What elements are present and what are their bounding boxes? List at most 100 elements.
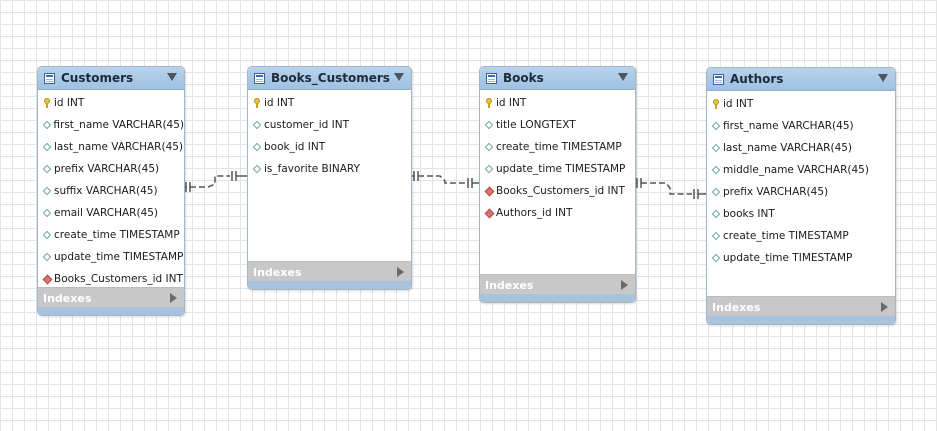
column-label: create_time TIMESTAMP <box>496 141 622 153</box>
column-label: first_name VARCHAR(45) <box>53 119 184 131</box>
indexes-section[interactable]: Indexes <box>480 274 635 295</box>
collapse-arrow-icon[interactable] <box>394 73 404 81</box>
column-diamond-icon <box>711 253 721 263</box>
table-footer <box>480 294 635 302</box>
expand-indexes-icon[interactable] <box>881 302 888 312</box>
indexes-section[interactable]: Indexes <box>707 296 895 317</box>
foreign-key-icon <box>484 186 494 196</box>
table-header[interactable]: Books_Customers <box>248 67 411 90</box>
column-diamond-icon <box>252 164 262 174</box>
table-books[interactable]: Books id INT title LONGTEXT create_time … <box>479 66 636 303</box>
column-label: title LONGTEXT <box>496 119 576 131</box>
column-row[interactable]: is_favorite BINARY <box>248 158 411 180</box>
collapse-arrow-icon[interactable] <box>878 74 888 82</box>
column-diamond-icon <box>42 164 52 174</box>
table-icon <box>44 72 55 84</box>
column-row[interactable]: last_name VARCHAR(45) <box>707 137 895 159</box>
table-customers[interactable]: Customers id INT first_name VARCHAR(45) … <box>37 66 185 316</box>
column-diamond-icon <box>42 208 52 218</box>
column-row[interactable]: title LONGTEXT <box>480 114 635 136</box>
column-list: id INT first_name VARCHAR(45) last_name … <box>38 90 184 290</box>
indexes-label: Indexes <box>253 265 302 279</box>
column-row[interactable]: update_time TIMESTAMP <box>38 246 184 268</box>
table-header[interactable]: Authors <box>707 68 895 91</box>
column-row[interactable]: update_time TIMESTAMP <box>480 158 635 180</box>
column-row[interactable]: middle_name VARCHAR(45) <box>707 159 895 181</box>
column-row[interactable]: id INT <box>707 93 895 115</box>
column-row[interactable]: Books_Customers_id INT <box>38 268 184 290</box>
column-label: create_time TIMESTAMP <box>723 230 849 242</box>
column-label: create_time TIMESTAMP <box>54 229 180 241</box>
relationship-books-customers-books[interactable] <box>410 171 479 188</box>
column-label: update_time TIMESTAMP <box>723 252 853 264</box>
column-label: id INT <box>54 97 85 109</box>
table-header[interactable]: Customers <box>38 67 184 90</box>
column-row[interactable]: books INT <box>707 203 895 225</box>
indexes-section[interactable]: Indexes <box>38 287 184 308</box>
column-diamond-icon <box>711 209 721 219</box>
column-row[interactable]: suffix VARCHAR(45) <box>38 180 184 202</box>
column-row[interactable]: id INT <box>248 92 411 114</box>
expand-indexes-icon[interactable] <box>397 267 404 277</box>
table-footer <box>38 307 184 315</box>
table-icon <box>254 72 265 84</box>
collapse-arrow-icon[interactable] <box>618 73 628 81</box>
column-row[interactable]: Authors_id INT <box>480 202 635 224</box>
column-diamond-icon <box>711 143 721 153</box>
column-row[interactable]: create_time TIMESTAMP <box>707 225 895 247</box>
primary-key-icon <box>254 98 260 108</box>
column-diamond-icon <box>252 120 262 130</box>
expand-indexes-icon[interactable] <box>621 280 628 290</box>
table-authors[interactable]: Authors id INT first_name VARCHAR(45) la… <box>706 67 896 325</box>
column-label: id INT <box>496 97 527 109</box>
column-label: Books_Customers_id INT <box>496 185 625 197</box>
column-list: id INT first_name VARCHAR(45) last_name … <box>707 91 895 269</box>
primary-key-icon <box>713 99 719 109</box>
column-label: id INT <box>264 97 295 109</box>
relationship-customers-books-customers[interactable] <box>183 171 247 192</box>
column-diamond-icon <box>711 231 721 241</box>
column-row[interactable]: customer_id INT <box>248 114 411 136</box>
primary-key-icon <box>486 98 492 108</box>
column-label: email VARCHAR(45) <box>54 207 159 219</box>
column-label: first_name VARCHAR(45) <box>723 120 854 132</box>
column-label: Books_Customers_id INT <box>54 273 183 285</box>
indexes-section[interactable]: Indexes <box>248 261 411 282</box>
column-diamond-icon <box>42 186 52 196</box>
column-label: id INT <box>723 98 754 110</box>
column-row[interactable]: book_id INT <box>248 136 411 158</box>
table-footer <box>707 316 895 324</box>
expand-indexes-icon[interactable] <box>170 293 177 303</box>
column-row[interactable]: Books_Customers_id INT <box>480 180 635 202</box>
column-row[interactable]: id INT <box>38 92 184 114</box>
column-diamond-icon <box>42 252 52 262</box>
column-row[interactable]: last_name VARCHAR(45) <box>38 136 184 158</box>
collapse-arrow-icon[interactable] <box>167 73 177 81</box>
connector-line <box>190 175 230 188</box>
relationship-books-authors[interactable] <box>634 178 706 199</box>
column-list: id INT customer_id INT book_id INT is_fa… <box>248 90 411 180</box>
column-label: prefix VARCHAR(45) <box>54 163 160 175</box>
column-diamond-icon <box>252 142 262 152</box>
table-books-customers[interactable]: Books_Customers id INT customer_id INT b… <box>247 66 412 290</box>
column-label: Authors_id INT <box>496 207 573 219</box>
table-header[interactable]: Books <box>480 67 635 90</box>
column-row[interactable]: id INT <box>480 92 635 114</box>
column-row[interactable]: prefix VARCHAR(45) <box>38 158 184 180</box>
column-label: last_name VARCHAR(45) <box>723 142 853 154</box>
column-row[interactable]: create_time TIMESTAMP <box>480 136 635 158</box>
table-footer <box>248 281 411 289</box>
column-diamond-icon <box>42 142 52 152</box>
primary-key-icon <box>44 98 50 108</box>
column-row[interactable]: prefix VARCHAR(45) <box>707 181 895 203</box>
column-row[interactable]: email VARCHAR(45) <box>38 202 184 224</box>
column-row[interactable]: first_name VARCHAR(45) <box>707 115 895 137</box>
table-title: Authors <box>730 72 784 86</box>
column-label: update_time TIMESTAMP <box>54 251 184 263</box>
column-row[interactable]: create_time TIMESTAMP <box>38 224 184 246</box>
column-row[interactable]: first_name VARCHAR(45) <box>38 114 184 136</box>
column-diamond-icon <box>484 120 494 130</box>
column-row[interactable]: update_time TIMESTAMP <box>707 247 895 269</box>
column-diamond-icon <box>484 142 494 152</box>
